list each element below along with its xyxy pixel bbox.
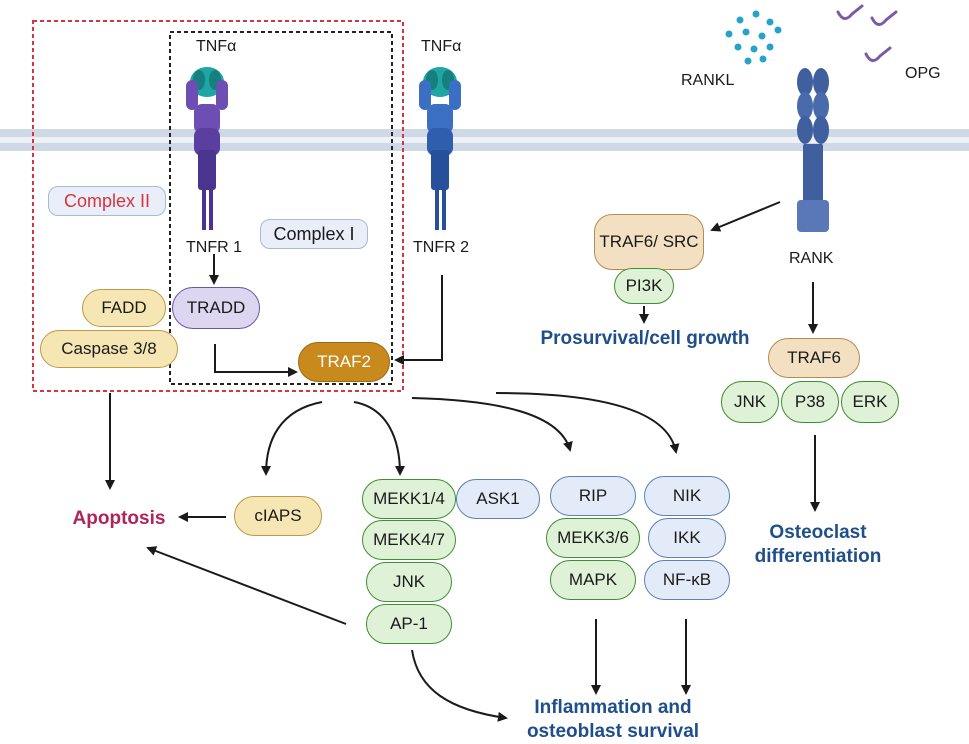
rank-receptor-icon: [797, 68, 829, 232]
nfkb-protein: NF-κB: [644, 560, 730, 600]
tnfa-left-label: TNFα: [196, 38, 237, 55]
complex-ii-boundary: [32, 20, 404, 392]
p38-protein: P38: [781, 381, 839, 423]
ap1-protein: AP-1: [366, 604, 452, 644]
traf2-protein: TRAF2: [298, 342, 390, 382]
rankl-label: RANKL: [681, 72, 735, 89]
erk-protein: ERK: [841, 381, 899, 423]
ikk-protein: IKK: [648, 518, 726, 558]
complex-i-label: Complex I: [260, 219, 368, 249]
ask1-protein: ASK1: [456, 479, 540, 519]
fadd-protein: FADD: [82, 289, 166, 327]
arrow-traf2-nik: [495, 392, 680, 454]
tnfr1-label: TNFR 1: [186, 239, 242, 256]
arrow-rank-traf6src: [710, 201, 781, 232]
tnfr2-label: TNFR 2: [413, 239, 469, 256]
mekk47-protein: MEKK4/7: [362, 520, 456, 560]
arrow-traf2-rip: [411, 397, 573, 452]
complex-ii-label: Complex II: [48, 186, 166, 216]
ciaps-protein: cIAPS: [234, 496, 322, 536]
jnk-protein-mid: JNK: [366, 562, 452, 602]
rankl-molecules-icon: [725, 10, 782, 65]
tnfr1-receptor-icon: [186, 67, 228, 230]
arrow-ap1-inflammation: [411, 649, 508, 722]
nik-protein: NIK: [644, 476, 730, 516]
arrow-traf2-ciaps: [261, 401, 323, 476]
arrow-tnfr2-traf2: [394, 275, 443, 365]
inflammation-outcome: Inflammation and osteoblast survival: [526, 697, 700, 742]
prosurvival-outcome: Prosurvival/cell growth: [540, 328, 750, 349]
arrow-traf2-mekk: [353, 401, 405, 476]
apoptosis-outcome: Apoptosis: [72, 508, 166, 529]
traf6-protein: TRAF6: [768, 338, 860, 378]
opg-label: OPG: [905, 65, 941, 82]
cell-membrane: [0, 129, 969, 151]
mekk36-protein: MEKK3/6: [546, 518, 640, 558]
mekk14-protein: MEKK1/4: [362, 479, 456, 519]
arrow-ap1-apoptosis: [146, 546, 347, 625]
mapk-protein: MAPK: [550, 560, 636, 600]
pathway-arrows: [105, 201, 820, 722]
traf6-src-protein: TRAF6/ SRC: [594, 214, 704, 270]
rip-protein: RIP: [550, 476, 636, 516]
rank-label: RANK: [789, 250, 834, 267]
jnk-protein-right: JNK: [721, 381, 779, 423]
tradd-protein: TRADD: [172, 287, 260, 329]
tnfa-right-label: TNFα: [421, 38, 462, 55]
arrow-tradd-traf2: [214, 344, 298, 377]
opg-molecules-icon: [836, 4, 898, 62]
caspase-protein: Caspase 3/8: [40, 330, 178, 368]
tnfr2-receptor-icon: [419, 67, 461, 230]
osteoclast-outcome: Osteoclast differentiation: [754, 522, 882, 567]
pi3k-protein: PI3K: [614, 268, 674, 304]
